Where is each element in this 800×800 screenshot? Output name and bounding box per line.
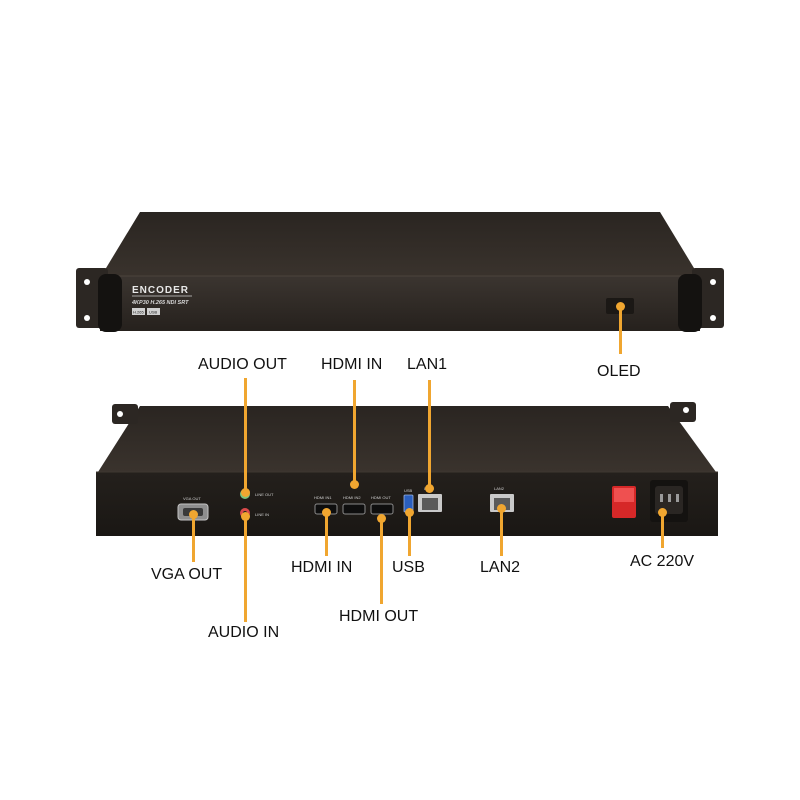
front-spec-line: 4KP30 H.265 NDI SRT <box>131 300 189 306</box>
hdmi-out-callout: HDMI OUT <box>339 608 419 625</box>
hdmi-out-port <box>370 503 394 515</box>
hdmi-out-leader-dot <box>377 514 386 523</box>
lan1-leader-dot <box>425 484 434 493</box>
vga-out-leader-dot <box>189 510 198 519</box>
hdmi-in-bottom-callout: HDMI IN <box>291 559 353 576</box>
vga-out-marking: VGA OUT <box>183 496 201 501</box>
ac-220v-leader-dot <box>658 508 667 517</box>
vga-out-leader <box>192 514 195 562</box>
usb-leader <box>408 512 411 556</box>
usb-callout: USB <box>392 559 425 576</box>
lan2-leader <box>500 508 503 556</box>
hdmi-in1-marking: HDMI IN1 <box>314 495 332 500</box>
ac-220v-callout: AC 220V <box>630 553 695 570</box>
lan2-leader-dot <box>497 504 506 513</box>
rear-unit-top <box>98 406 716 472</box>
lan1-leader <box>428 380 431 488</box>
audio-out-leader-dot <box>241 488 250 497</box>
front-badge-left: H.265 <box>133 310 144 315</box>
front-unit: ENCODER 4KP30 H.265 NDI SRT H.265 USB <box>76 212 724 332</box>
hdmi-in2-port <box>342 503 366 515</box>
front-unit-top <box>100 212 700 278</box>
rear-unit: VGA OUT LINE OUT LINE IN HDMI IN1 HDMI I… <box>96 402 718 536</box>
audio-in-callout: AUDIO IN <box>208 624 280 641</box>
hdmi-in-bottom-leader-dot <box>322 508 331 517</box>
audio-in-leader <box>244 516 247 622</box>
front-brand-label: ENCODER <box>132 285 189 296</box>
usb-leader-dot <box>405 508 414 517</box>
hdmi-out-leader <box>380 518 383 604</box>
oled-leader <box>619 306 622 354</box>
line-in-marking: LINE IN <box>255 512 269 517</box>
hdmi-in-bottom-leader <box>325 512 328 556</box>
usb-marking: USB <box>404 488 413 493</box>
lan1-callout: LAN1 <box>407 356 448 373</box>
front-badge-right: USB <box>149 310 158 315</box>
audio-out-callout: AUDIO OUT <box>198 356 287 373</box>
hdmi-in-top-leader-dot <box>350 480 359 489</box>
hdmi-in2-marking: HDMI IN2 <box>343 495 361 500</box>
hdmi-in-top-callout: HDMI IN <box>321 356 383 373</box>
front-unit-face <box>100 276 700 331</box>
line-out-marking: LINE OUT <box>255 492 274 497</box>
lan2-callout: LAN2 <box>480 559 521 576</box>
oled-leader-dot <box>616 302 625 311</box>
audio-out-leader <box>244 378 247 490</box>
hdmi-in-top-leader <box>353 380 356 484</box>
oled-callout: OLED <box>597 363 641 380</box>
lan2-marking: LAN2 <box>494 486 505 491</box>
audio-in-leader-dot <box>241 512 250 521</box>
hdmi-out-marking: HDMI OUT <box>371 495 391 500</box>
vga-out-callout: VGA OUT <box>151 566 223 583</box>
ac-220v-leader <box>661 512 664 548</box>
